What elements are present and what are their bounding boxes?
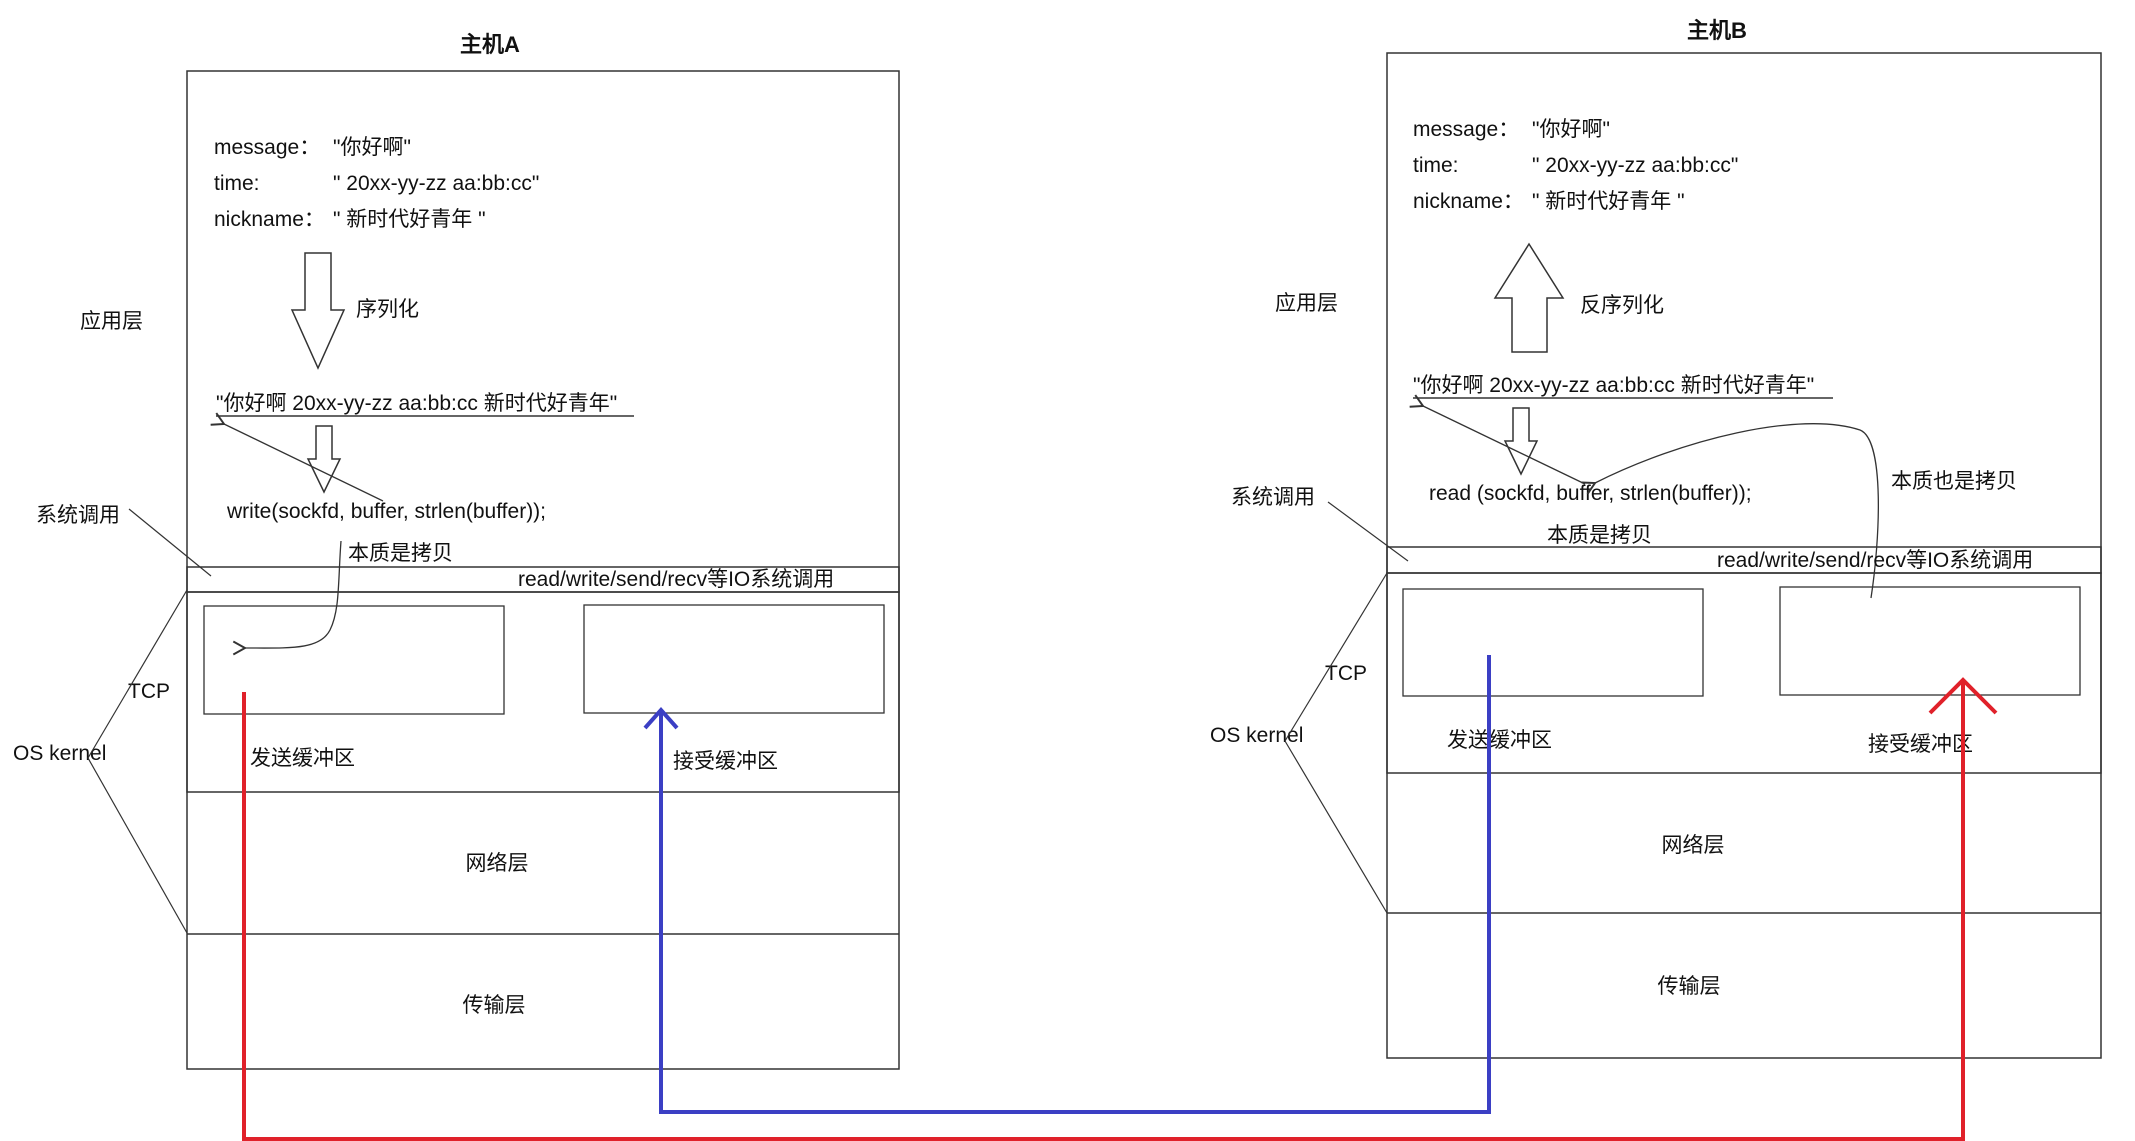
host-a-kernel-bracket-bottom [87, 757, 188, 934]
host-a-copy-note: 本质是拷贝 [348, 542, 453, 565]
host-a-serialize-label: 序列化 [356, 298, 419, 321]
host-b-deserialize-label: 反序列化 [1580, 294, 1664, 317]
host-b-send-buffer-label: 发送缓冲区 [1447, 729, 1552, 752]
host-a-time-value: " 20xx-yy-zz aa:bb:cc" [333, 172, 539, 195]
host-b-recv-buffer-label: 接受缓冲区 [1868, 733, 1973, 756]
host-a-nickname-value: " 新时代好青年 " [333, 208, 486, 231]
host-b-side-tcp: TCP [1325, 662, 1367, 685]
host-b-kernel-bracket-top [1284, 572, 1388, 742]
host-b: 主机B message： "你好啊" time: " 20xx-yy-zz aa… [1210, 18, 2102, 1059]
host-a-io-bar-label: read/write/send/recv等IO系统调用 [518, 568, 834, 591]
host-a-side-syscall: 系统调用 [36, 504, 120, 527]
host-a-syscall-code: write(sockfd, buffer, strlen(buffer)); [226, 500, 546, 523]
host-b-copy-note: 本质是拷贝 [1547, 524, 1652, 547]
host-b-small-down-arrow-icon [1503, 407, 1539, 476]
host-a-message-value: "你好啊" [333, 136, 411, 159]
host-b-io-bar-label: read/write/send/recv等IO系统调用 [1717, 549, 2033, 572]
host-a-send-buffer [203, 605, 505, 715]
host-b-recv-buffer [1779, 586, 2081, 696]
host-b-title: 主机B [1687, 18, 1747, 43]
host-b-message-value: "你好啊" [1532, 118, 1610, 141]
host-b-nickname-value: " 新时代好青年 " [1532, 190, 1685, 213]
host-b-send-buffer [1402, 588, 1704, 697]
red-send-path [242, 680, 1965, 1141]
host-a-message-key: message： [214, 136, 320, 159]
host-a-small-down-arrow-icon [306, 425, 342, 494]
flow-paths [242, 655, 1998, 1141]
host-a-serialized-string: "你好啊 20xx-yy-zz aa:bb:cc 新时代好青年" [216, 392, 617, 415]
host-b-side-os-kernel: OS kernel [1210, 724, 1303, 747]
host-b-tcp-area [1386, 572, 2102, 774]
host-a-recv-buffer [583, 604, 885, 714]
blue-arrowhead-icon [643, 706, 679, 730]
deserialize-arrow-icon [1493, 242, 1565, 353]
host-b-copy-note-also: 本质也是拷贝 [1891, 470, 2017, 493]
host-a-time-key: time: [214, 172, 260, 195]
host-a-copy-arrow-up [210, 412, 384, 502]
host-a-copy-curve-arrow [232, 540, 342, 656]
host-b-side-syscall: 系统调用 [1231, 486, 1315, 509]
host-a-send-buffer-label: 发送缓冲区 [250, 747, 355, 770]
host-b-side-syscall-pointer [1327, 501, 1409, 562]
host-a-side-app-layer: 应用层 [80, 310, 143, 333]
host-b-serialized-string: "你好啊 20xx-yy-zz aa:bb:cc 新时代好青年" [1413, 374, 1814, 397]
host-a-side-tcp: TCP [128, 680, 170, 703]
host-b-time-key: time: [1413, 154, 1459, 177]
host-b-copy-curve-arrow [1581, 423, 1879, 599]
host-a-recv-buffer-label: 接受缓冲区 [673, 750, 778, 773]
host-a-title: 主机A [460, 32, 520, 57]
host-b-side-app-layer: 应用层 [1275, 292, 1338, 315]
host-b-kernel-bracket-bottom [1284, 740, 1388, 914]
host-a-side-syscall-pointer [128, 508, 212, 577]
host-b-message-key: message： [1413, 118, 1519, 141]
host-b-syscall-code: read (sockfd, buffer, strlen(buffer)); [1429, 482, 1752, 505]
red-arrowhead-icon [1928, 677, 1998, 715]
host-b-copy-arrow-up [1409, 394, 1586, 485]
host-a-network-layer: 网络层 [466, 852, 529, 875]
host-a-nickname-key: nickname： [214, 208, 325, 231]
host-a-side-os-kernel: OS kernel [13, 742, 106, 765]
host-a: 主机A message： "你好啊" time: " 20xx-yy-zz aa… [13, 32, 900, 1070]
host-a-kernel-bracket-top [87, 589, 188, 759]
blue-send-path [659, 655, 1491, 1114]
host-b-nickname-key: nickname： [1413, 190, 1524, 213]
host-b-network-layer: 网络层 [1662, 834, 1725, 857]
host-a-tcp-area [186, 591, 900, 793]
host-a-transport-layer: 传输层 [463, 994, 526, 1017]
host-b-transport-layer: 传输层 [1658, 975, 1721, 998]
serialize-arrow-icon [290, 252, 346, 370]
host-b-time-value: " 20xx-yy-zz aa:bb:cc" [1532, 154, 1738, 177]
